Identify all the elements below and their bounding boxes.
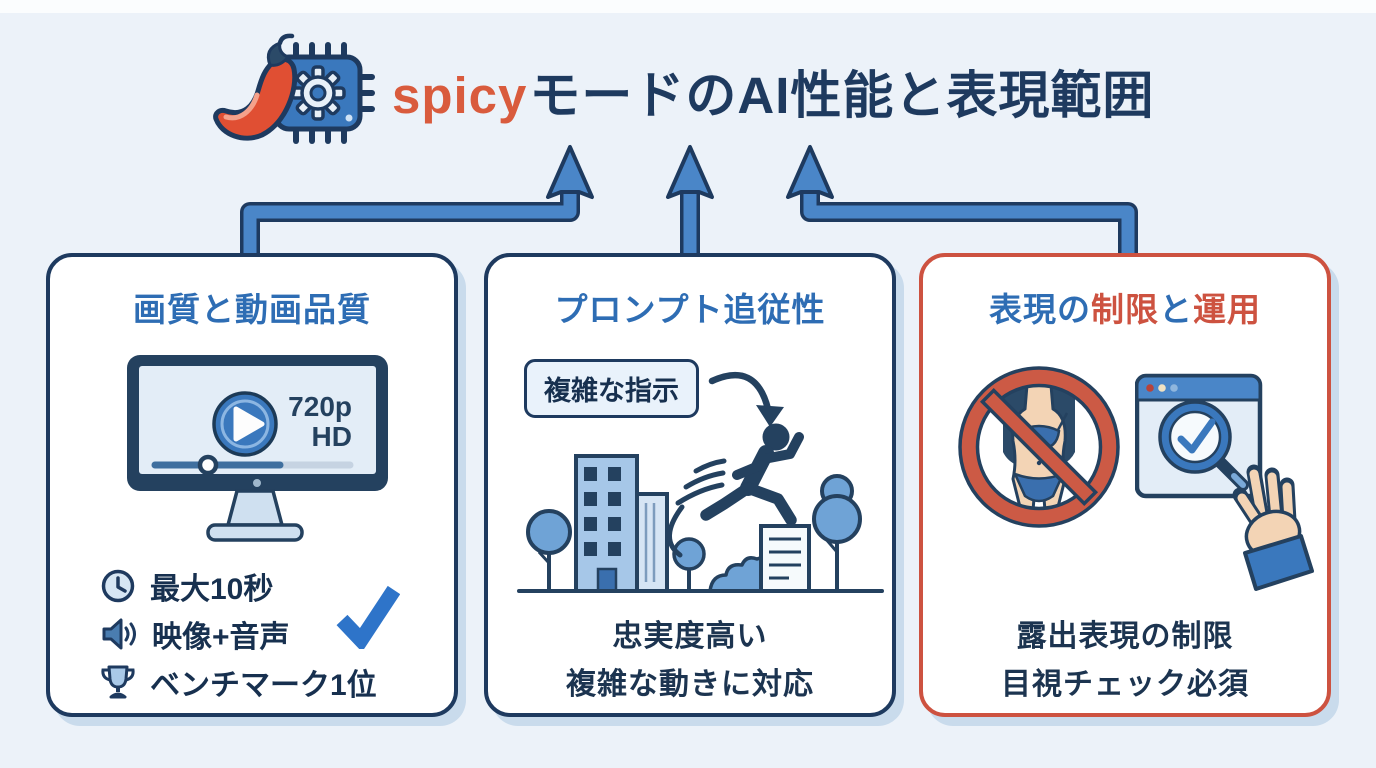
speaker-icon — [102, 618, 136, 649]
list-item: 最大10秒 — [100, 563, 377, 608]
window-dot-blue — [1170, 384, 1178, 392]
title-brand: spicy — [392, 67, 528, 124]
prohibition-circle — [958, 366, 1120, 528]
monitor-base — [206, 523, 304, 542]
list-item-label: 最大10秒 — [150, 572, 274, 606]
arrow-up-middle — [666, 145, 714, 199]
chili-pepper-icon — [213, 33, 298, 141]
panel-prompt-title: プロンプト追従性 — [554, 291, 826, 328]
panel-video-quality-title: 画質と動画品質 — [133, 291, 371, 328]
caption-line: 目視チェック必須 — [1001, 668, 1249, 701]
visual-check-illustration — [1135, 373, 1314, 591]
clock-icon — [101, 569, 135, 602]
chili-chip-logo — [213, 33, 375, 144]
list-item: 映像+音声 — [100, 611, 377, 656]
window-dot-red — [1146, 384, 1154, 392]
city-runner-illustration — [517, 423, 884, 593]
monitor-camera-dot — [253, 479, 261, 487]
play-button-icon — [212, 391, 278, 457]
trophy-icon — [101, 665, 135, 698]
list-item-label: 映像+音声 — [152, 620, 290, 654]
hand-icon — [1232, 464, 1314, 591]
arrowheads — [546, 145, 834, 199]
tree-icon — [526, 509, 572, 591]
caption-line: 複雑な動きに対応 — [566, 668, 814, 701]
curved-arrow-icon — [708, 371, 784, 427]
window-dot-yellow — [1158, 384, 1166, 392]
complex-instruction-callout: 複雑な指示 — [524, 359, 699, 418]
runner-figure — [700, 423, 804, 526]
header: spicyモードのAI性能と表現範囲 — [210, 28, 1154, 154]
monitor-illustration: 720p HD — [127, 355, 388, 542]
resolution-label: 720p — [288, 391, 352, 422]
magnifier-check-icon — [1158, 400, 1249, 491]
caption-line: 露出表現の制限 — [1016, 620, 1234, 653]
no-exposure-icon — [958, 366, 1120, 528]
title-rest: モードのAI性能と表現範囲 — [529, 67, 1155, 124]
big-tree-icon — [812, 474, 862, 591]
restriction-caption: 露出表現の制限 目視チェック必須 — [923, 613, 1327, 709]
prompt-caption: 忠実度高い 複雑な動きに対応 — [488, 613, 892, 709]
list-item: ベンチマーク1位 — [100, 659, 377, 704]
sleeve-cuff — [1243, 534, 1314, 591]
monitor-neck — [225, 489, 285, 527]
feature-list: 最大10秒 映像+音声 ベンチマーク1位 — [100, 563, 377, 704]
panel-prompt-following: プロンプト追従性 複雑な指示 — [484, 253, 896, 717]
title-part: 制限 — [1091, 291, 1159, 328]
tower-icon — [635, 492, 669, 593]
title-part: と — [1159, 291, 1193, 328]
progress-bar — [151, 454, 354, 476]
page-title: spicyモードのAI性能と表現範囲 — [392, 54, 1154, 128]
panel-restrictions-title: 表現の制限と運用 — [923, 283, 1327, 331]
motion-lines — [667, 458, 727, 558]
hd-label: HD — [312, 421, 352, 452]
arrow-up-left — [546, 145, 594, 199]
arrow-up-right — [786, 145, 834, 199]
title-part: 運用 — [1193, 291, 1261, 328]
title-part: 表現の — [989, 291, 1091, 328]
progress-knob — [197, 454, 219, 476]
caption-line: 忠実度高い — [612, 620, 768, 653]
checkmark-icon — [336, 585, 400, 649]
top-strip — [0, 0, 1376, 13]
office-building-icon — [759, 524, 811, 593]
panel-restrictions: 表現の制限と運用 — [919, 253, 1331, 717]
small-tree-icon — [672, 537, 706, 591]
panel-video-quality: 画質と動画品質 720p HD — [46, 253, 458, 717]
list-item-label: ベンチマーク1位 — [150, 668, 377, 702]
building-icon — [574, 454, 639, 593]
